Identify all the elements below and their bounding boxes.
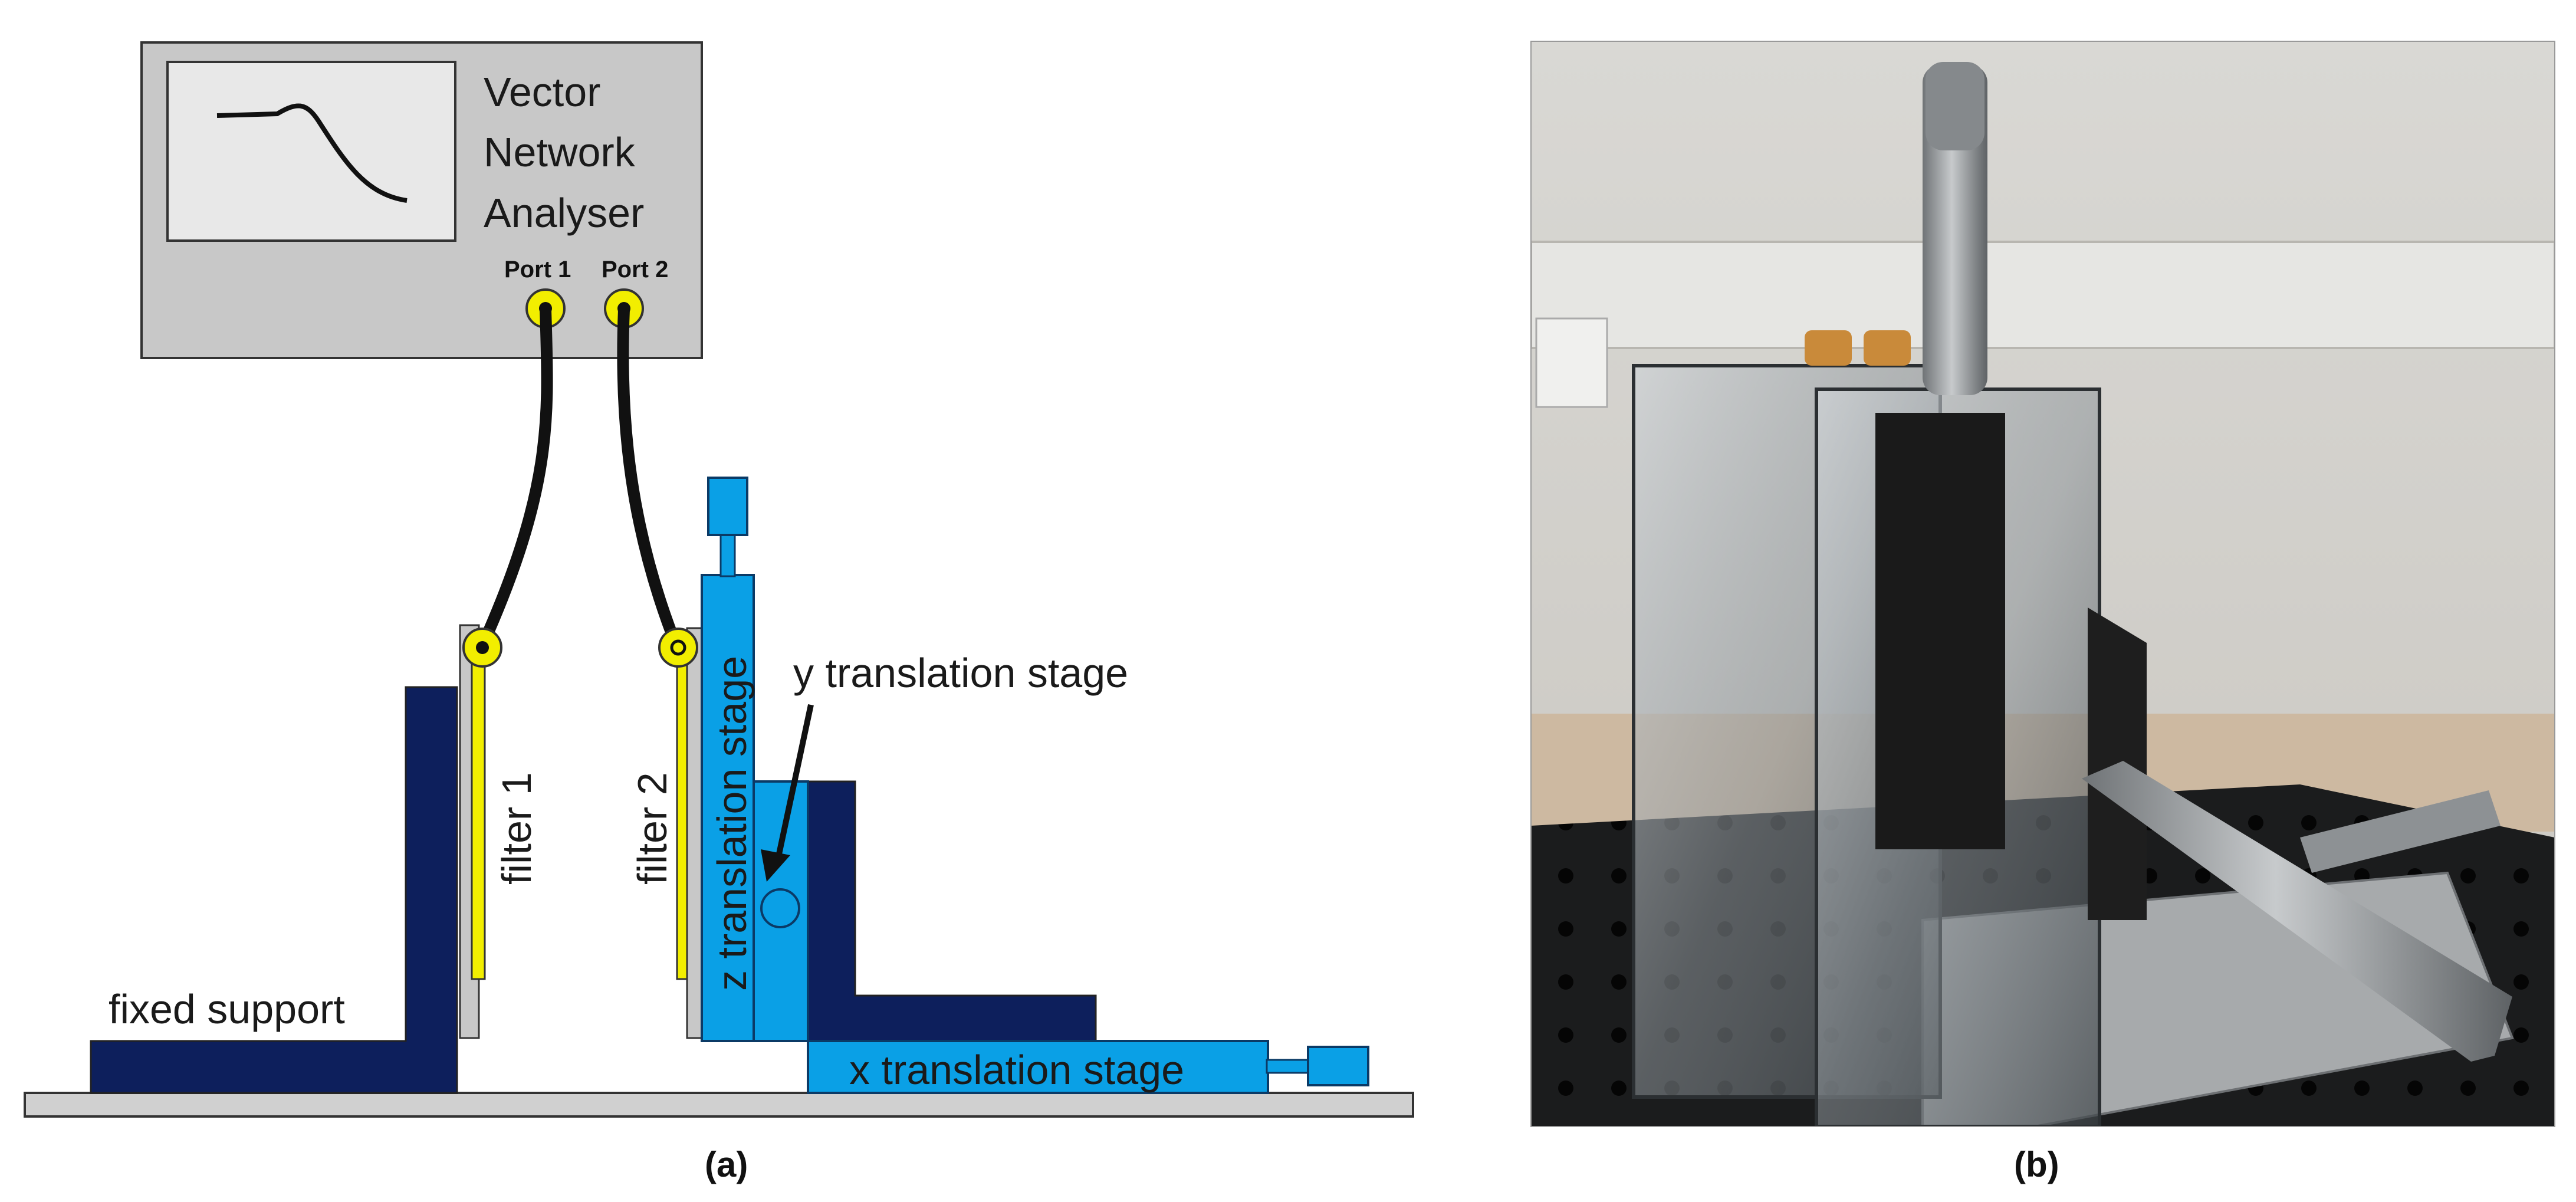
photo-horizontal-micrometer <box>2082 761 2512 1062</box>
cable-port-2 <box>617 304 682 652</box>
filter-1-connector-pin <box>476 641 489 654</box>
y-stage-arrowhead <box>761 849 790 882</box>
z-stage-knob <box>707 477 748 536</box>
vna-screen <box>166 61 456 242</box>
photo-sma-connector-2 <box>1864 330 1911 366</box>
y-stage-knob <box>760 888 800 928</box>
photo-wall-rail <box>1531 241 2555 349</box>
z-stage-shaft <box>719 533 736 577</box>
x-stage-carriage <box>807 780 1097 1042</box>
y-stage-arrow <box>774 704 814 863</box>
photo-rear-micrometer <box>2300 790 2501 873</box>
panel-a-schematic: Vector Network Analyser Port 1 Port 2 fi… <box>24 41 1414 1184</box>
y-stage-label: y translation stage <box>793 650 1128 696</box>
panel-b-caption: (b) <box>2014 1145 2059 1184</box>
vna-title-line-2: Network <box>484 129 636 175</box>
photo-vertical-micrometer-cap <box>1926 62 1984 150</box>
fixed-support-label: fixed support <box>109 986 345 1032</box>
vna-title-line-3: Analyser <box>484 190 644 236</box>
base-rail <box>24 1092 1414 1118</box>
fixed-support <box>90 686 458 1094</box>
filter-1-board <box>471 639 486 980</box>
photo-wall-socket <box>1535 317 1608 408</box>
filter-2-label: filter 2 <box>629 772 675 885</box>
photo-black-mount <box>1875 413 2005 849</box>
filter-2-connector <box>658 628 698 668</box>
photo-frame <box>1530 41 2555 1127</box>
photo-area <box>1531 41 2555 1127</box>
vna-instrument: Vector Network Analyser Port 1 Port 2 <box>140 41 703 359</box>
filter-2-connector-pin <box>670 639 686 656</box>
x-stage-shaft <box>1266 1059 1309 1074</box>
port-1-label: Port 1 <box>504 257 571 283</box>
cable-port-1 <box>478 304 553 649</box>
filter-1-label: filter 1 <box>494 772 540 885</box>
x-stage-label: x translation stage <box>849 1047 1184 1093</box>
photo-sma-connector-1 <box>1805 330 1852 366</box>
panel-a-caption: (a) <box>705 1145 748 1184</box>
x-stage-body <box>807 1040 1269 1094</box>
z-stage-label: z translation stage <box>709 656 755 991</box>
panel-b-photo: (b) <box>1530 41 2555 1184</box>
x-stage-knob <box>1307 1046 1369 1086</box>
vna-title-line-1: Vector <box>484 69 600 115</box>
port-2-label: Port 2 <box>602 257 668 283</box>
vna-trace <box>216 103 408 203</box>
